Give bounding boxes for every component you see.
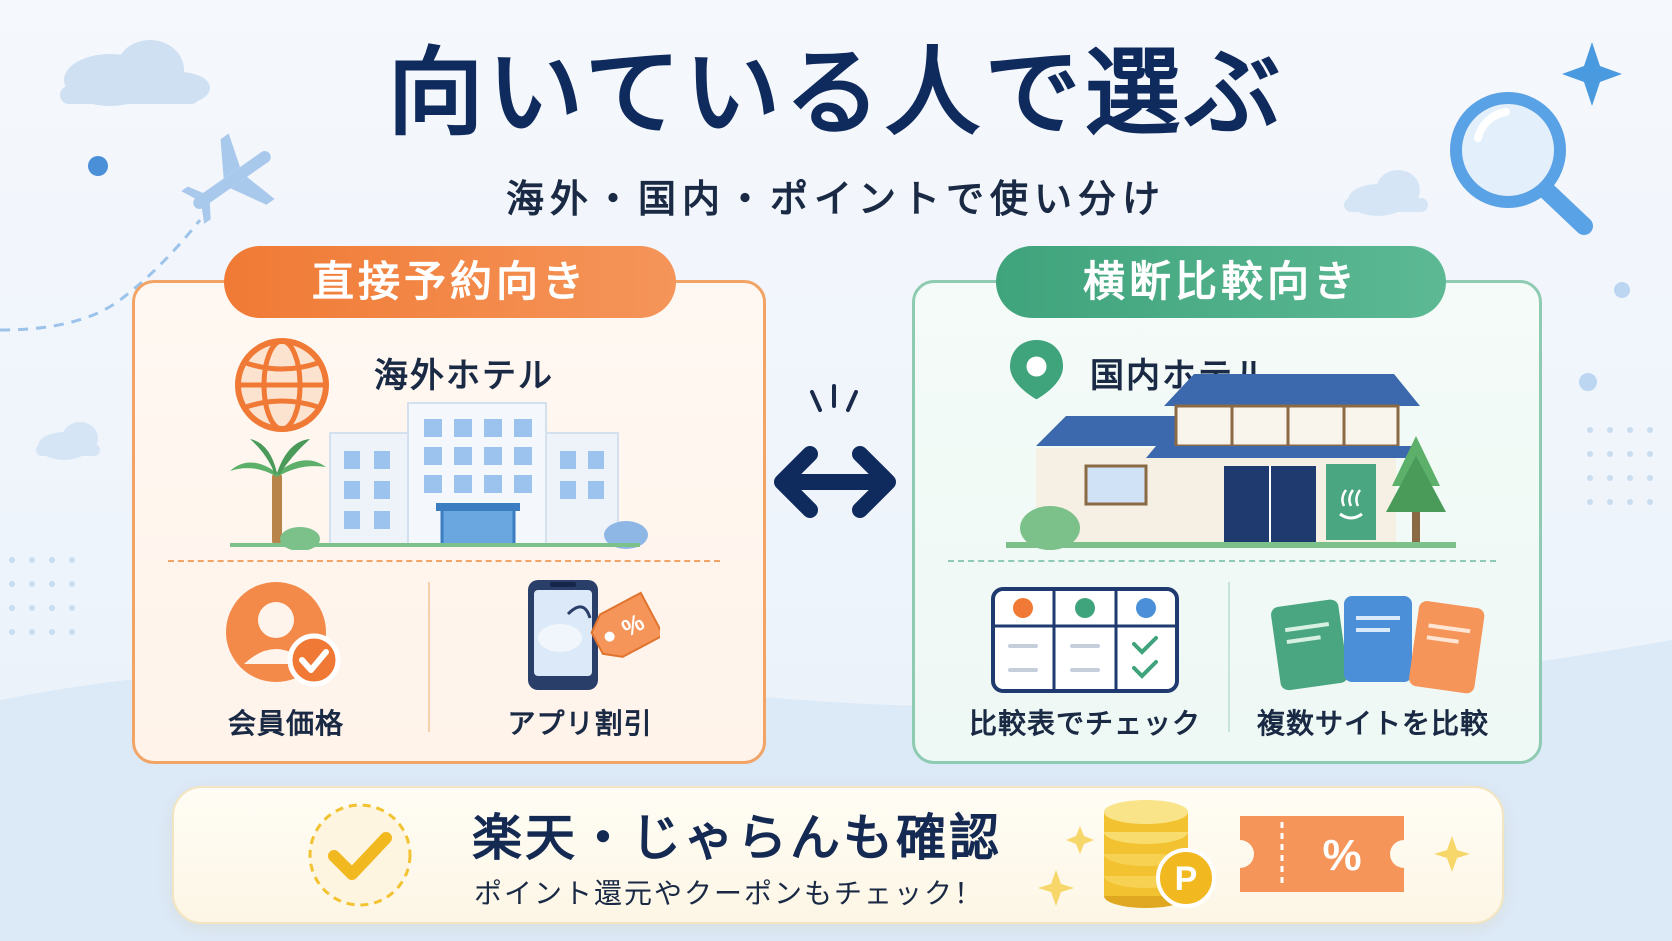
globe-icon [235, 338, 329, 432]
check-circle-icon [308, 803, 412, 907]
rewards-illustration: P % [1038, 800, 1470, 908]
cross-comparison-ribbon: 横断比較向き [996, 246, 1446, 318]
member-check-icon [226, 582, 341, 687]
left-vertical-divider [428, 582, 430, 732]
cloud-icon [60, 40, 210, 106]
page-title: 向いている人で選ぶ [387, 37, 1285, 149]
location-pin-icon [1010, 340, 1064, 400]
left-divider [168, 560, 720, 562]
app-discount-label: アプリ割引 [507, 707, 653, 740]
coupon-percent-text: % [1322, 831, 1361, 880]
sparkle-icon [1038, 870, 1074, 906]
overseas-hotel-label: 海外ホテル [374, 356, 554, 396]
comparison-table-icon [991, 587, 1179, 693]
coupon-ticket-icon: % [1240, 816, 1404, 892]
page-subtitle: 海外・国内・ポイントで使い分け [505, 177, 1166, 221]
right-divider [948, 560, 1496, 562]
bottom-subtitle: ポイント還元やクーポンもチェック！ [474, 877, 985, 910]
direct-booking-ribbon: 直接予約向き [224, 246, 676, 318]
domestic-hotel-illustration [1006, 340, 1456, 550]
multi-site-label: 複数サイトを比較 [1256, 707, 1489, 740]
point-coin-letter: P [1175, 860, 1198, 898]
bottom-title: 楽天・じゃらんも確認 [472, 809, 1002, 867]
phone-discount-tag-icon: % [528, 580, 660, 690]
overseas-hotel-illustration [230, 338, 648, 550]
airplane-icon [181, 133, 275, 224]
member-price-label: 会員価格 [227, 707, 344, 740]
multiple-cards-icon [1271, 596, 1485, 694]
right-vertical-divider [1228, 582, 1230, 732]
comparison-table-label: 比較表でチェック [968, 707, 1201, 740]
magnifier-icon [1450, 92, 1593, 235]
double-arrow-icon [774, 384, 896, 518]
sparkle-icon [1562, 42, 1622, 106]
